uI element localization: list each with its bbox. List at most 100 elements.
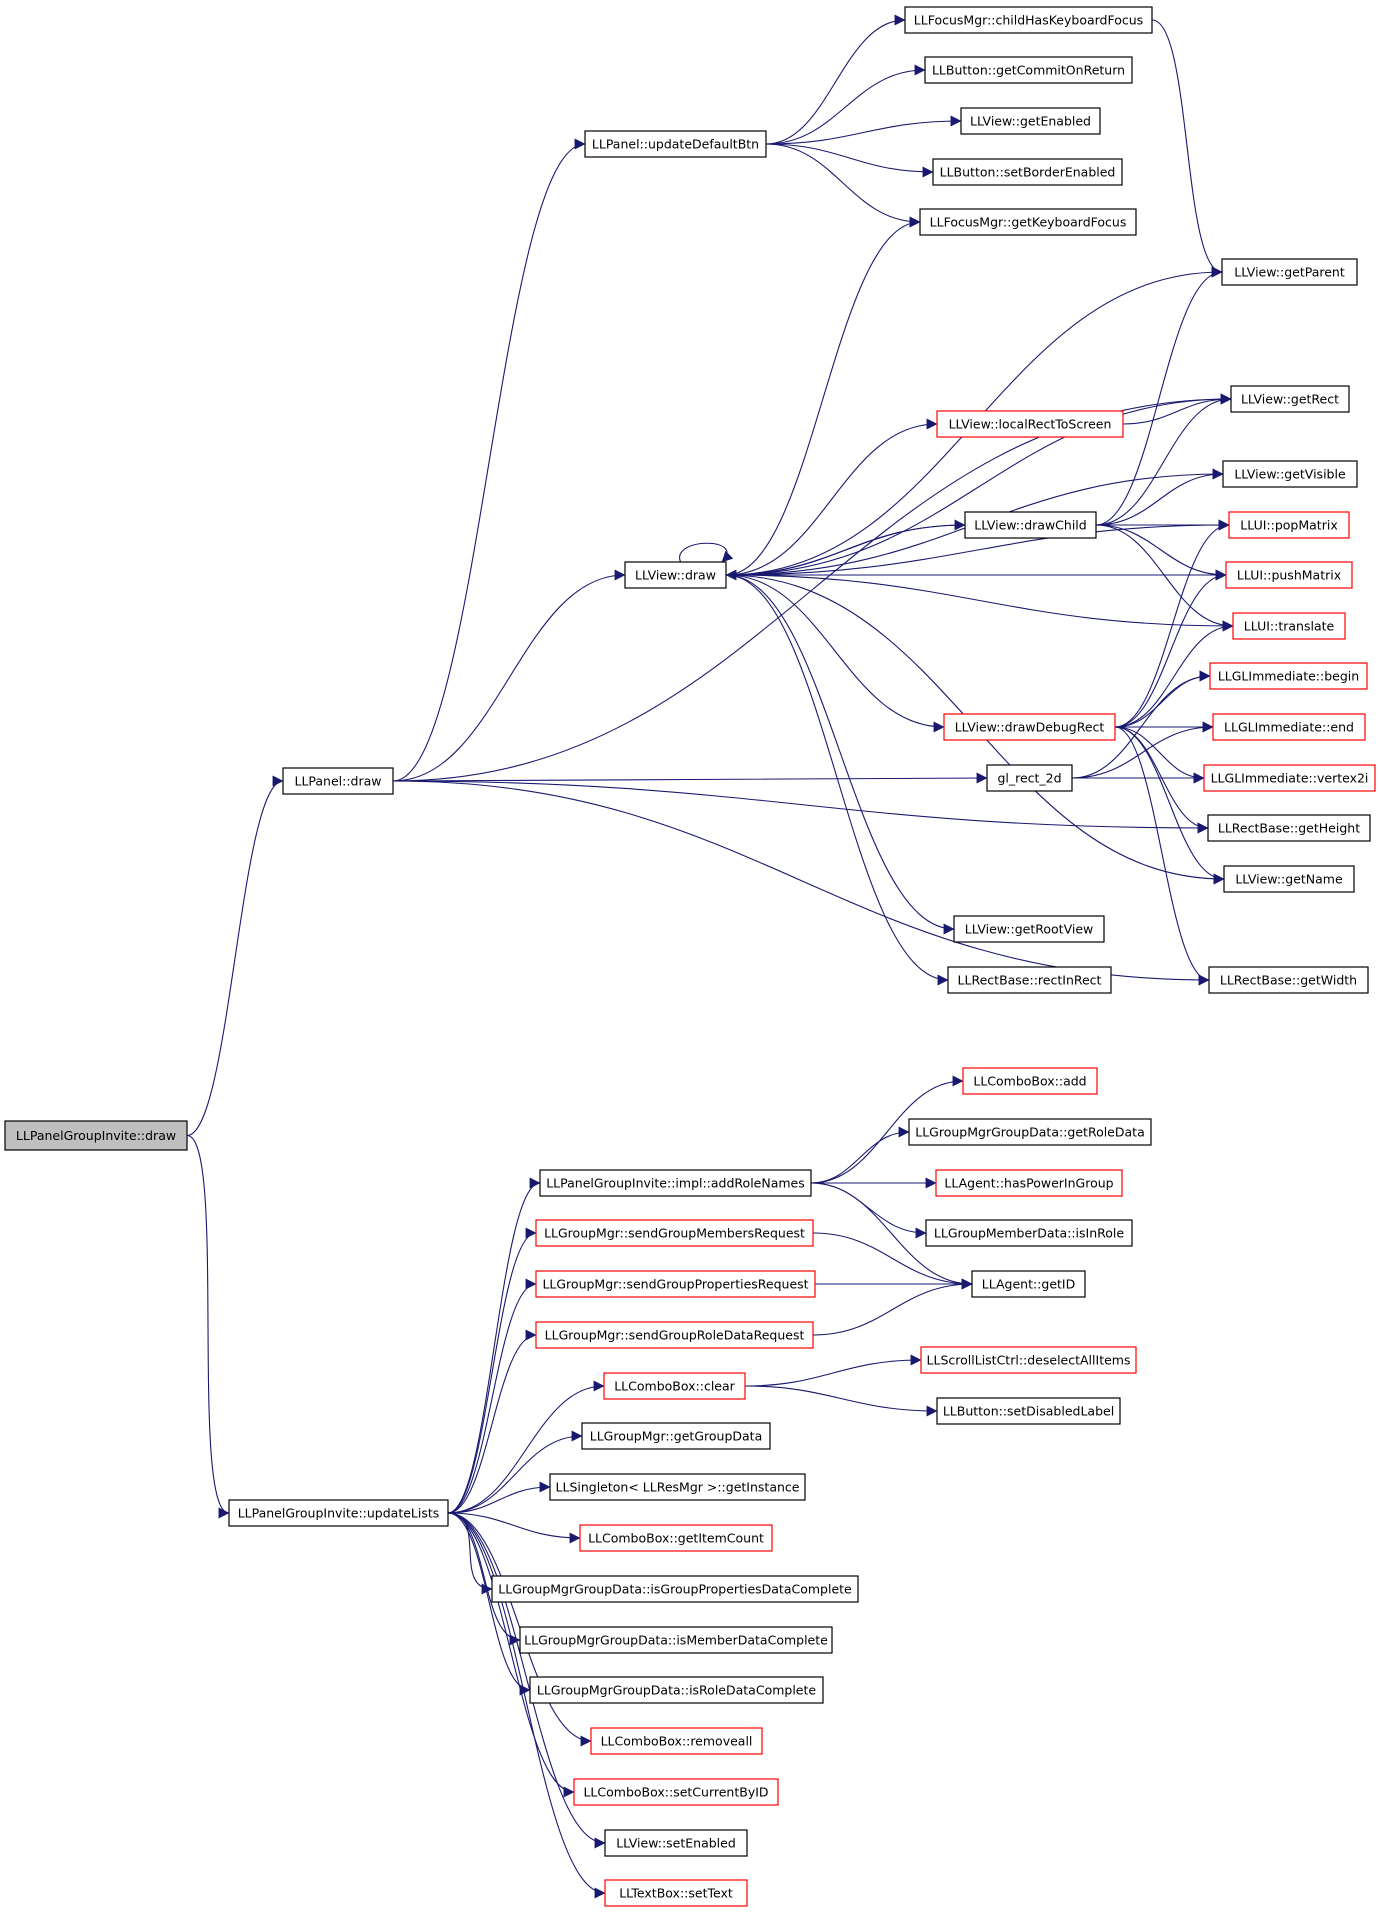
- call-edge: [765, 64, 926, 145]
- node-llpanelgroupinvite-impl-addrolenames[interactable]: LLPanelGroupInvite::impl::addRoleNames: [539, 1169, 812, 1197]
- node-label: LLUI::popMatrix: [1240, 518, 1337, 533]
- edge-view-draw-to-drawdebugrect: [725, 574, 945, 733]
- node-label: LLRectBase::getWidth: [1220, 973, 1357, 988]
- edge-drawdebugrect-to-getwidth: [1114, 726, 1210, 986]
- call-edge: [1114, 726, 1225, 885]
- node-llcombobox-getitemcount[interactable]: LLComboBox::getItemCount: [579, 1524, 773, 1552]
- node-label: LLView::getVisible: [1234, 467, 1346, 482]
- node-llrectbase-getwidth[interactable]: LLRectBase::getWidth: [1208, 966, 1369, 994]
- call-edge: [725, 574, 949, 986]
- node-label: LLComboBox::add: [973, 1074, 1086, 1089]
- node-box: [584, 130, 767, 158]
- node-llpanelgroupinvite-updatelists[interactable]: LLPanelGroupInvite::updateLists: [228, 1499, 449, 1527]
- node-llglimmediate-begin[interactable]: LLGLImmediate::begin: [1209, 662, 1368, 690]
- node-box: [919, 208, 1137, 236]
- node-llsingleton-llresmgr-getinstance[interactable]: LLSingleton< LLResMgr >::getInstance: [549, 1473, 806, 1501]
- edge-drawdebugrect-to-translate: [1114, 620, 1234, 728]
- node-box: [535, 1321, 814, 1349]
- edge-localrecttoscreen-to-getrect: [1122, 393, 1232, 425]
- edge-gl-rect-2d-to-end: [1071, 721, 1214, 779]
- node-llview-getname[interactable]: LLView::getName: [1223, 865, 1355, 893]
- node-box: [947, 966, 1112, 994]
- call-edge: [744, 1354, 922, 1387]
- node-llgroupmgr-getgroupdata[interactable]: LLGroupMgr::getGroupData: [581, 1422, 771, 1450]
- call-edge: [1095, 524, 1227, 581]
- node-llrectbase-getheight[interactable]: LLRectBase::getHeight: [1207, 814, 1371, 842]
- edge-childhaskeyboardfocus-to-getparent: [1151, 19, 1223, 278]
- node-llpanelgroupinvite-draw[interactable]: LLPanelGroupInvite::draw: [4, 1120, 188, 1151]
- node-llui-pushmatrix[interactable]: LLUI::pushMatrix: [1225, 561, 1353, 589]
- node-llview-getvisible[interactable]: LLView::getVisible: [1222, 460, 1358, 488]
- node-llagent-haspoweringroup[interactable]: LLAgent::hasPowerInGroup: [935, 1169, 1123, 1197]
- node-llview-setenabled[interactable]: LLView::setEnabled: [604, 1829, 748, 1857]
- node-llglimmediate-end[interactable]: LLGLImmediate::end: [1212, 713, 1366, 741]
- node-box: [573, 1778, 779, 1806]
- node-llbutton-getcommitonreturn[interactable]: LLButton::getCommitOnReturn: [924, 56, 1133, 84]
- node-llview-drawdebugrect[interactable]: LLView::drawDebugRect: [943, 713, 1116, 741]
- edge-updatelists-to-getinstance: [447, 1481, 551, 1514]
- node-box: [1225, 561, 1353, 589]
- node-llfocusmgr-getkeyboardfocus[interactable]: LLFocusMgr::getKeyboardFocus: [919, 208, 1137, 236]
- node-llglimmediate-vertex2i[interactable]: LLGLImmediate::vertex2i: [1203, 764, 1376, 792]
- call-edge: [812, 1232, 973, 1290]
- call-edge: [447, 1512, 606, 1849]
- node-box: [603, 1372, 746, 1400]
- node-llview-getparent[interactable]: LLView::getParent: [1221, 258, 1358, 286]
- node-box: [1207, 814, 1371, 842]
- edge-updatelists-to-getitemcount: [447, 1512, 581, 1544]
- node-lltextbox-settext[interactable]: LLTextBox::setText: [604, 1879, 748, 1907]
- node-label: LLGroupMgrGroupData::isGroupPropertiesDa…: [498, 1582, 852, 1597]
- node-llbutton-setdisabledlabel[interactable]: LLButton::setDisabledLabel: [936, 1397, 1121, 1425]
- node-llview-getrootview[interactable]: LLView::getRootView: [953, 915, 1105, 943]
- node-llpanel-updatedefaultbtn[interactable]: LLPanel::updateDefaultBtn: [584, 130, 767, 158]
- node-llcombobox-setcurrentbyid[interactable]: LLComboBox::setCurrentByID: [573, 1778, 779, 1806]
- node-llgroupmgr-sendgrouppropertiesrequest[interactable]: LLGroupMgr::sendGroupPropertiesRequest: [535, 1270, 816, 1298]
- call-edge: [447, 1329, 537, 1514]
- node-llgroupmgr-sendgroupmembersrequest[interactable]: LLGroupMgr::sendGroupMembersRequest: [535, 1219, 814, 1247]
- call-edge: [186, 1134, 230, 1519]
- node-llview-getrect[interactable]: LLView::getRect: [1230, 385, 1350, 413]
- node-llui-translate[interactable]: LLUI::translate: [1232, 612, 1346, 640]
- node-llgroupmgrgroupdata-ismemberdatacomplete[interactable]: LLGroupMgrGroupData::isMemberDataComplet…: [519, 1626, 833, 1654]
- node-box: [539, 1169, 812, 1197]
- node-llcombobox-add[interactable]: LLComboBox::add: [962, 1067, 1098, 1095]
- node-label: LLView::drawDebugRect: [955, 720, 1105, 735]
- node-box: [925, 1219, 1133, 1247]
- node-llui-popmatrix[interactable]: LLUI::popMatrix: [1228, 511, 1350, 539]
- node-gl-rect-2d[interactable]: gl_rect_2d: [986, 764, 1073, 792]
- node-llview-draw[interactable]: LLView::draw: [624, 561, 727, 589]
- node-label: LLScrollListCtrl::deselectAllItems: [927, 1353, 1131, 1368]
- call-edge: [447, 1430, 583, 1514]
- node-box: [579, 1524, 773, 1552]
- node-llview-localrecttoscreen[interactable]: LLView::localRectToScreen: [936, 410, 1124, 438]
- node-llgroupmgrgroupdata-isgrouppropertiesdatacomplete[interactable]: LLGroupMgrGroupData::isGroupPropertiesDa…: [491, 1575, 859, 1603]
- node-llgroupmgrgroupdata-isroledatacomplete[interactable]: LLGroupMgrGroupData::isRoleDataComplete: [529, 1676, 824, 1704]
- call-edge: [725, 418, 938, 576]
- node-llview-drawchild[interactable]: LLView::drawChild: [964, 511, 1097, 539]
- node-llgroupmgr-sendgrouproledatarequest[interactable]: LLGroupMgr::sendGroupRoleDataRequest: [535, 1321, 814, 1349]
- node-llscrolllistctrl-deselectallitems[interactable]: LLScrollListCtrl::deselectAllItems: [920, 1346, 1137, 1374]
- node-box: [943, 713, 1116, 741]
- node-llgroupmgrgroupdata-getroledata[interactable]: LLGroupMgrGroupData::getRoleData: [908, 1118, 1152, 1146]
- node-llbutton-setborderenabled[interactable]: LLButton::setBorderEnabled: [932, 158, 1123, 186]
- node-label: LLGroupMgr::getGroupData: [590, 1429, 762, 1444]
- node-box: [1212, 713, 1366, 741]
- node-llfocusmgr-childhaskeyboardfocus[interactable]: LLFocusMgr::childHasKeyboardFocus: [904, 6, 1153, 34]
- call-edge: [392, 780, 1210, 986]
- node-label: LLSingleton< LLResMgr >::getInstance: [556, 1480, 800, 1495]
- node-llcombobox-removeall[interactable]: LLComboBox::removeall: [590, 1727, 763, 1755]
- node-llpanel-draw[interactable]: LLPanel::draw: [282, 767, 394, 795]
- node-llview-getenabled[interactable]: LLView::getEnabled: [960, 107, 1101, 135]
- node-label: LLView::draw: [635, 568, 716, 583]
- node-llgroupmemberdata-isinrole[interactable]: LLGroupMemberData::isInRole: [925, 1219, 1133, 1247]
- call-edge: [447, 1278, 537, 1514]
- node-llagent-getid[interactable]: LLAgent::getID: [971, 1270, 1086, 1298]
- node-box: [519, 1626, 833, 1654]
- node-llcombobox-clear[interactable]: LLComboBox::clear: [603, 1372, 746, 1400]
- node-label: LLPanelGroupInvite::draw: [16, 1128, 176, 1143]
- edge-updatelists-to-isroledatacomplete: [447, 1512, 531, 1696]
- edge-addrolenames-to-getroledata: [810, 1126, 910, 1184]
- edge-view-draw-to-translate: [725, 574, 1234, 632]
- node-llrectbase-rectinrect[interactable]: LLRectBase::rectInRect: [947, 966, 1112, 994]
- edge-view-draw-to-view-draw: [679, 542, 734, 563]
